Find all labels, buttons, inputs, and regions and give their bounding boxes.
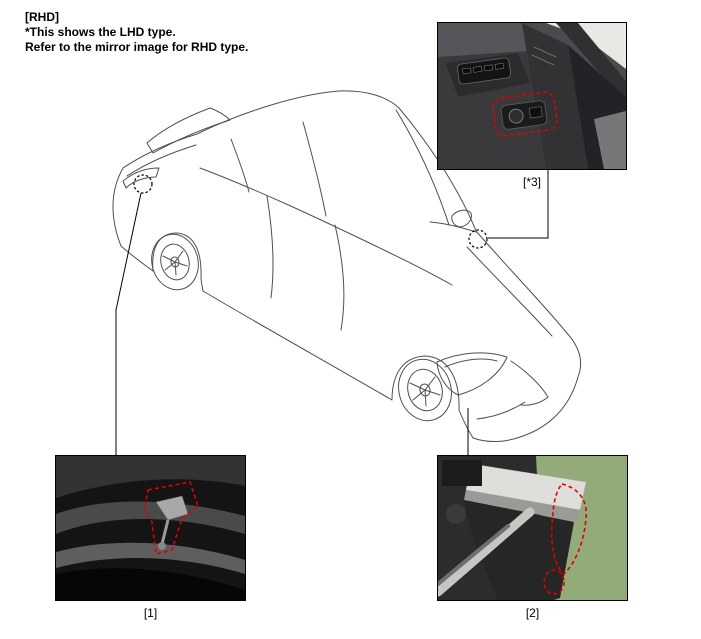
vent-slats (531, 46, 557, 66)
strut-shadow (438, 524, 510, 586)
callout-label-2: [2] (525, 606, 540, 620)
headlamp-inner-line (444, 358, 498, 368)
trunk-deck (122, 133, 198, 169)
marker-rear-lamp-circle (133, 174, 153, 194)
leader-line-3 (488, 170, 549, 239)
engine-bay-part (442, 460, 482, 486)
hood-cut (466, 246, 553, 337)
crossmember (56, 501, 245, 534)
stabilizer-bar (56, 568, 245, 600)
leader-line-1 (115, 192, 142, 455)
lower-intake (476, 401, 526, 420)
front-arch-connect (458, 409, 474, 439)
door-cut-rear (334, 224, 345, 331)
highlight-outline-1 (143, 481, 199, 555)
rear-wheel-arch (152, 232, 202, 278)
lower-control-arm (56, 542, 245, 574)
note-line-mirror: Refer to the mirror image for RHD type. (25, 40, 249, 54)
note-text: [RHD] *This shows the LHD type. Refer to… (25, 10, 248, 55)
highlight-outline-2 (550, 483, 587, 576)
roof-front-edge (338, 90, 400, 109)
underbody-photo (56, 456, 245, 600)
dash-side-panel (522, 23, 588, 169)
window-switch-bank (456, 57, 512, 85)
roofline (196, 90, 340, 135)
cowl-line (429, 221, 477, 233)
location-markers (133, 174, 488, 249)
console-light-area (594, 111, 626, 169)
side-mirror (451, 209, 472, 228)
note-line-rhd: [RHD] (25, 10, 59, 24)
note-line-lhd-type: *This shows the LHD type. (25, 25, 176, 39)
leader-lines (115, 170, 549, 455)
front-wheel-arch (391, 355, 460, 411)
silver-strut (438, 507, 535, 597)
callout-photo-3 (437, 22, 627, 170)
b-pillar (302, 121, 327, 217)
car-wireframe (112, 90, 582, 442)
headlamp-switch-cluster (500, 100, 548, 130)
callout-label-3: [*3] (522, 175, 541, 189)
door-sill (438, 23, 528, 57)
headlamp-photo (438, 456, 627, 600)
sill-line (202, 290, 393, 401)
rear-wheel (151, 233, 199, 291)
highlight-outline-2b (543, 569, 565, 595)
engine-bay-cap (446, 504, 466, 524)
a-pillar-side (395, 109, 450, 226)
rear-window (146, 107, 231, 154)
callout-label-1: [1] (143, 606, 158, 620)
behind-rear-wheel (200, 276, 204, 292)
marker-cowl-circle (468, 229, 488, 249)
highlight-outline-3 (492, 91, 558, 137)
height-sensor (155, 495, 189, 550)
callout-photo-2 (437, 455, 628, 601)
window-light-area (546, 23, 626, 69)
door-cut-front (266, 195, 274, 299)
tail-lamp (122, 167, 160, 189)
subframe-top (56, 456, 245, 498)
headlamp-outline (436, 352, 508, 396)
quarter-window-edge (230, 138, 250, 193)
callout-photo-1 (55, 455, 246, 601)
dashboard-photo (438, 23, 626, 169)
headlamp-housing (464, 490, 580, 522)
front-face (522, 376, 579, 437)
grille (510, 360, 549, 406)
hood-edge (475, 230, 567, 333)
rear-edge (112, 167, 124, 247)
beltline (199, 167, 453, 286)
nose (565, 331, 582, 378)
front-wheel (398, 358, 452, 422)
trunk-cut (126, 144, 197, 177)
bumper-bottom (472, 435, 524, 442)
rear-bumper-lower (120, 245, 154, 272)
